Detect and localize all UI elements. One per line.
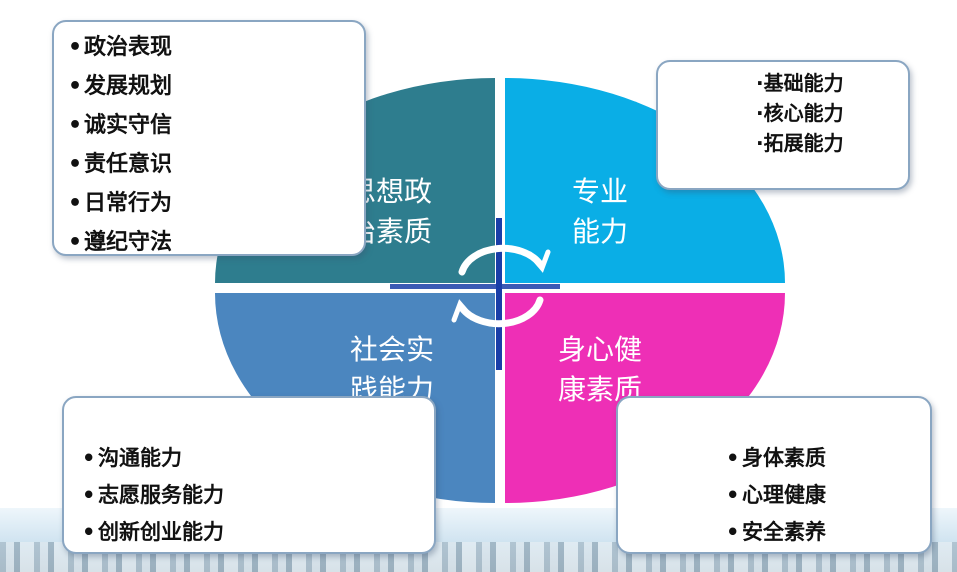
center-horizontal-bar (390, 284, 560, 289)
callout-professional-ability: ·基础能力 ·核心能力 ·拓展能力 (656, 60, 910, 190)
list-item-text: 核心能力 (763, 101, 844, 125)
list-item-text: 发展规划 (84, 74, 173, 99)
list-item-text: 政治表现 (84, 35, 173, 60)
quadrant-label-line: 能力 (571, 215, 628, 248)
list-item: •发展规划 (68, 74, 173, 99)
list-item: •诚实守信 (68, 113, 173, 138)
list-item: ·基础能力 (756, 71, 844, 95)
list-item: •志愿服务能力 (82, 483, 224, 507)
list-item-text: 诚实守信 (84, 113, 173, 138)
list-item-text: 创新创业能力 (98, 520, 224, 544)
list-item: •日常行为 (68, 191, 173, 216)
list-item: •政治表现 (68, 35, 173, 60)
callout-social-practice: •沟通能力 •志愿服务能力 •创新创业能力 (62, 396, 436, 554)
list-item-text: 沟通能力 (98, 446, 182, 470)
quadrant-label-professional-ability: 专业 能力 (530, 172, 670, 252)
list-item: •沟通能力 (82, 446, 182, 470)
list-item-text: 身体素质 (742, 446, 826, 470)
quadrant-label-physical-mental-health: 身心健 康素质 (530, 330, 670, 410)
callout-physical-mental-health: •身体素质 •心理健康 •安全素养 (616, 396, 932, 554)
quadrant-label-line: 专业 (571, 175, 628, 208)
list-item: •责任意识 (68, 152, 173, 177)
list-item-text: 日常行为 (84, 191, 173, 216)
list-item: ·拓展能力 (756, 131, 844, 155)
list-item-text: 拓展能力 (763, 131, 844, 155)
list-item-text: 心理健康 (742, 483, 826, 507)
list-item: •身体素质 (726, 446, 826, 470)
cycle-arrows-icon (451, 244, 551, 328)
list-item: ·核心能力 (756, 101, 844, 125)
center-vertical-bar (496, 218, 502, 370)
quadrant-top-right (505, 78, 785, 283)
list-item: •创新创业能力 (82, 520, 224, 544)
list-item-text: 遵纪守法 (84, 230, 173, 255)
list-item-text: 基础能力 (763, 71, 844, 95)
list-item: •安全素养 (726, 520, 826, 544)
list-item: •心理健康 (726, 483, 826, 507)
list-item-text: 安全素养 (742, 520, 826, 544)
list-item-text: 责任意识 (84, 152, 173, 177)
quadrant-label-line: 身心健 (557, 333, 642, 366)
quadrant-label-line: 社会实 (349, 333, 434, 366)
list-item: •遵纪守法 (68, 230, 173, 255)
callout-political-quality: •政治表现 •发展规划 •诚实守信 •责任意识 •日常行为 •遵纪守法 (52, 20, 366, 256)
list-item-text: 志愿服务能力 (98, 483, 224, 507)
